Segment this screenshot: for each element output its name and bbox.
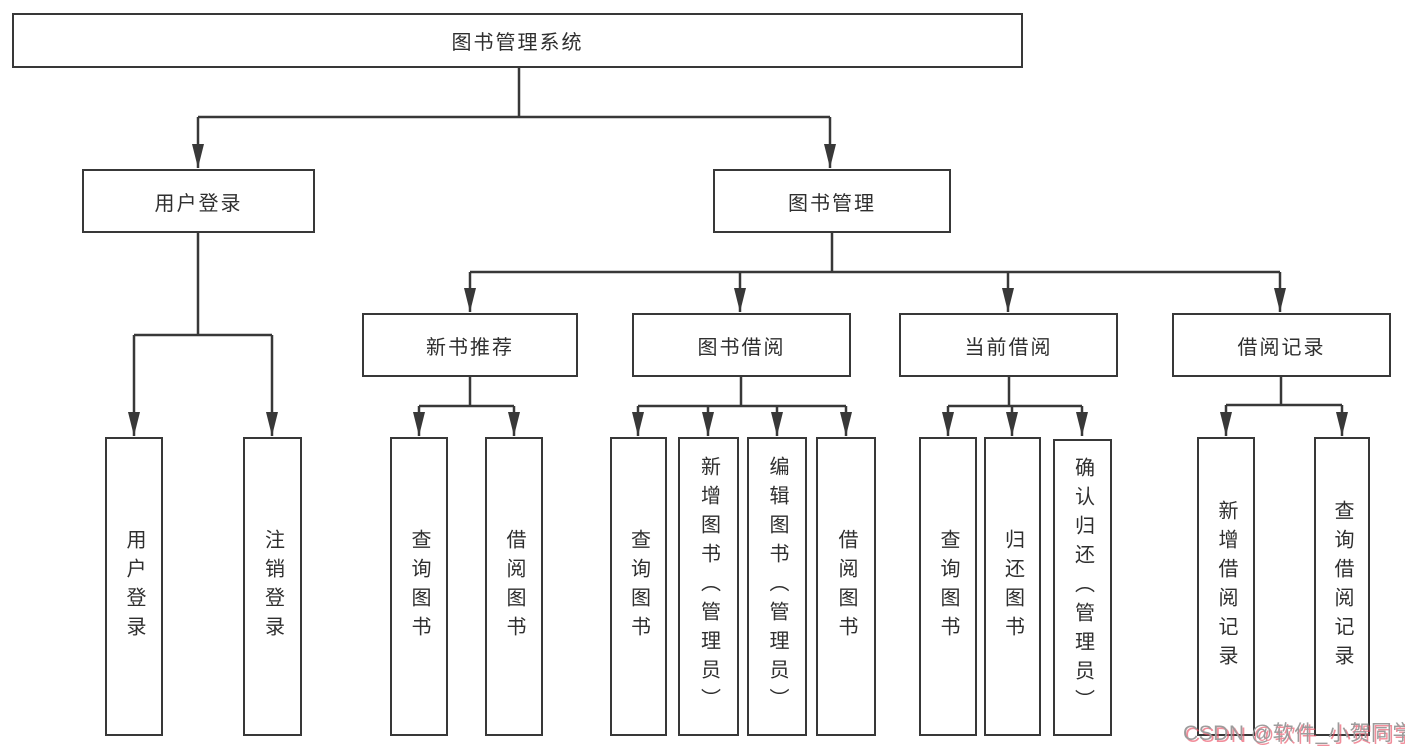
- leaf-borrow-books: 借阅图书: [816, 437, 876, 736]
- leaf-confirm-return-admin: 确认归还（管理员）: [1053, 439, 1112, 736]
- leaf-query-books-current: 查询图书: [919, 437, 977, 736]
- node-user-login: 用户登录: [82, 169, 315, 233]
- csdn-watermark: CSDN @软件_小贺同学: [1183, 722, 1405, 745]
- leaf-user-login: 用户登录: [105, 437, 163, 736]
- leaf-add-books-admin: 新增图书（管理员）: [678, 437, 739, 736]
- leaf-query-borrow-record: 查询借阅记录: [1314, 437, 1370, 736]
- leaf-query-books-recommend: 查询图书: [390, 437, 448, 736]
- leaf-add-borrow-record: 新增借阅记录: [1197, 437, 1255, 736]
- node-book-management: 图书管理: [713, 169, 951, 233]
- node-current-borrowing: 当前借阅: [899, 313, 1118, 377]
- node-new-book-recommendation: 新书推荐: [362, 313, 578, 377]
- node-book-borrowing: 图书借阅: [632, 313, 851, 377]
- leaf-borrow-books-recommend: 借阅图书: [485, 437, 543, 736]
- node-borrowing-records: 借阅记录: [1172, 313, 1391, 377]
- node-root-library-system: 图书管理系统: [12, 13, 1023, 68]
- leaf-return-books: 归还图书: [984, 437, 1041, 736]
- leaf-logout: 注销登录: [243, 437, 302, 736]
- leaf-edit-books-admin: 编辑图书（管理员）: [747, 437, 807, 736]
- leaf-query-books-borrowing: 查询图书: [610, 437, 667, 736]
